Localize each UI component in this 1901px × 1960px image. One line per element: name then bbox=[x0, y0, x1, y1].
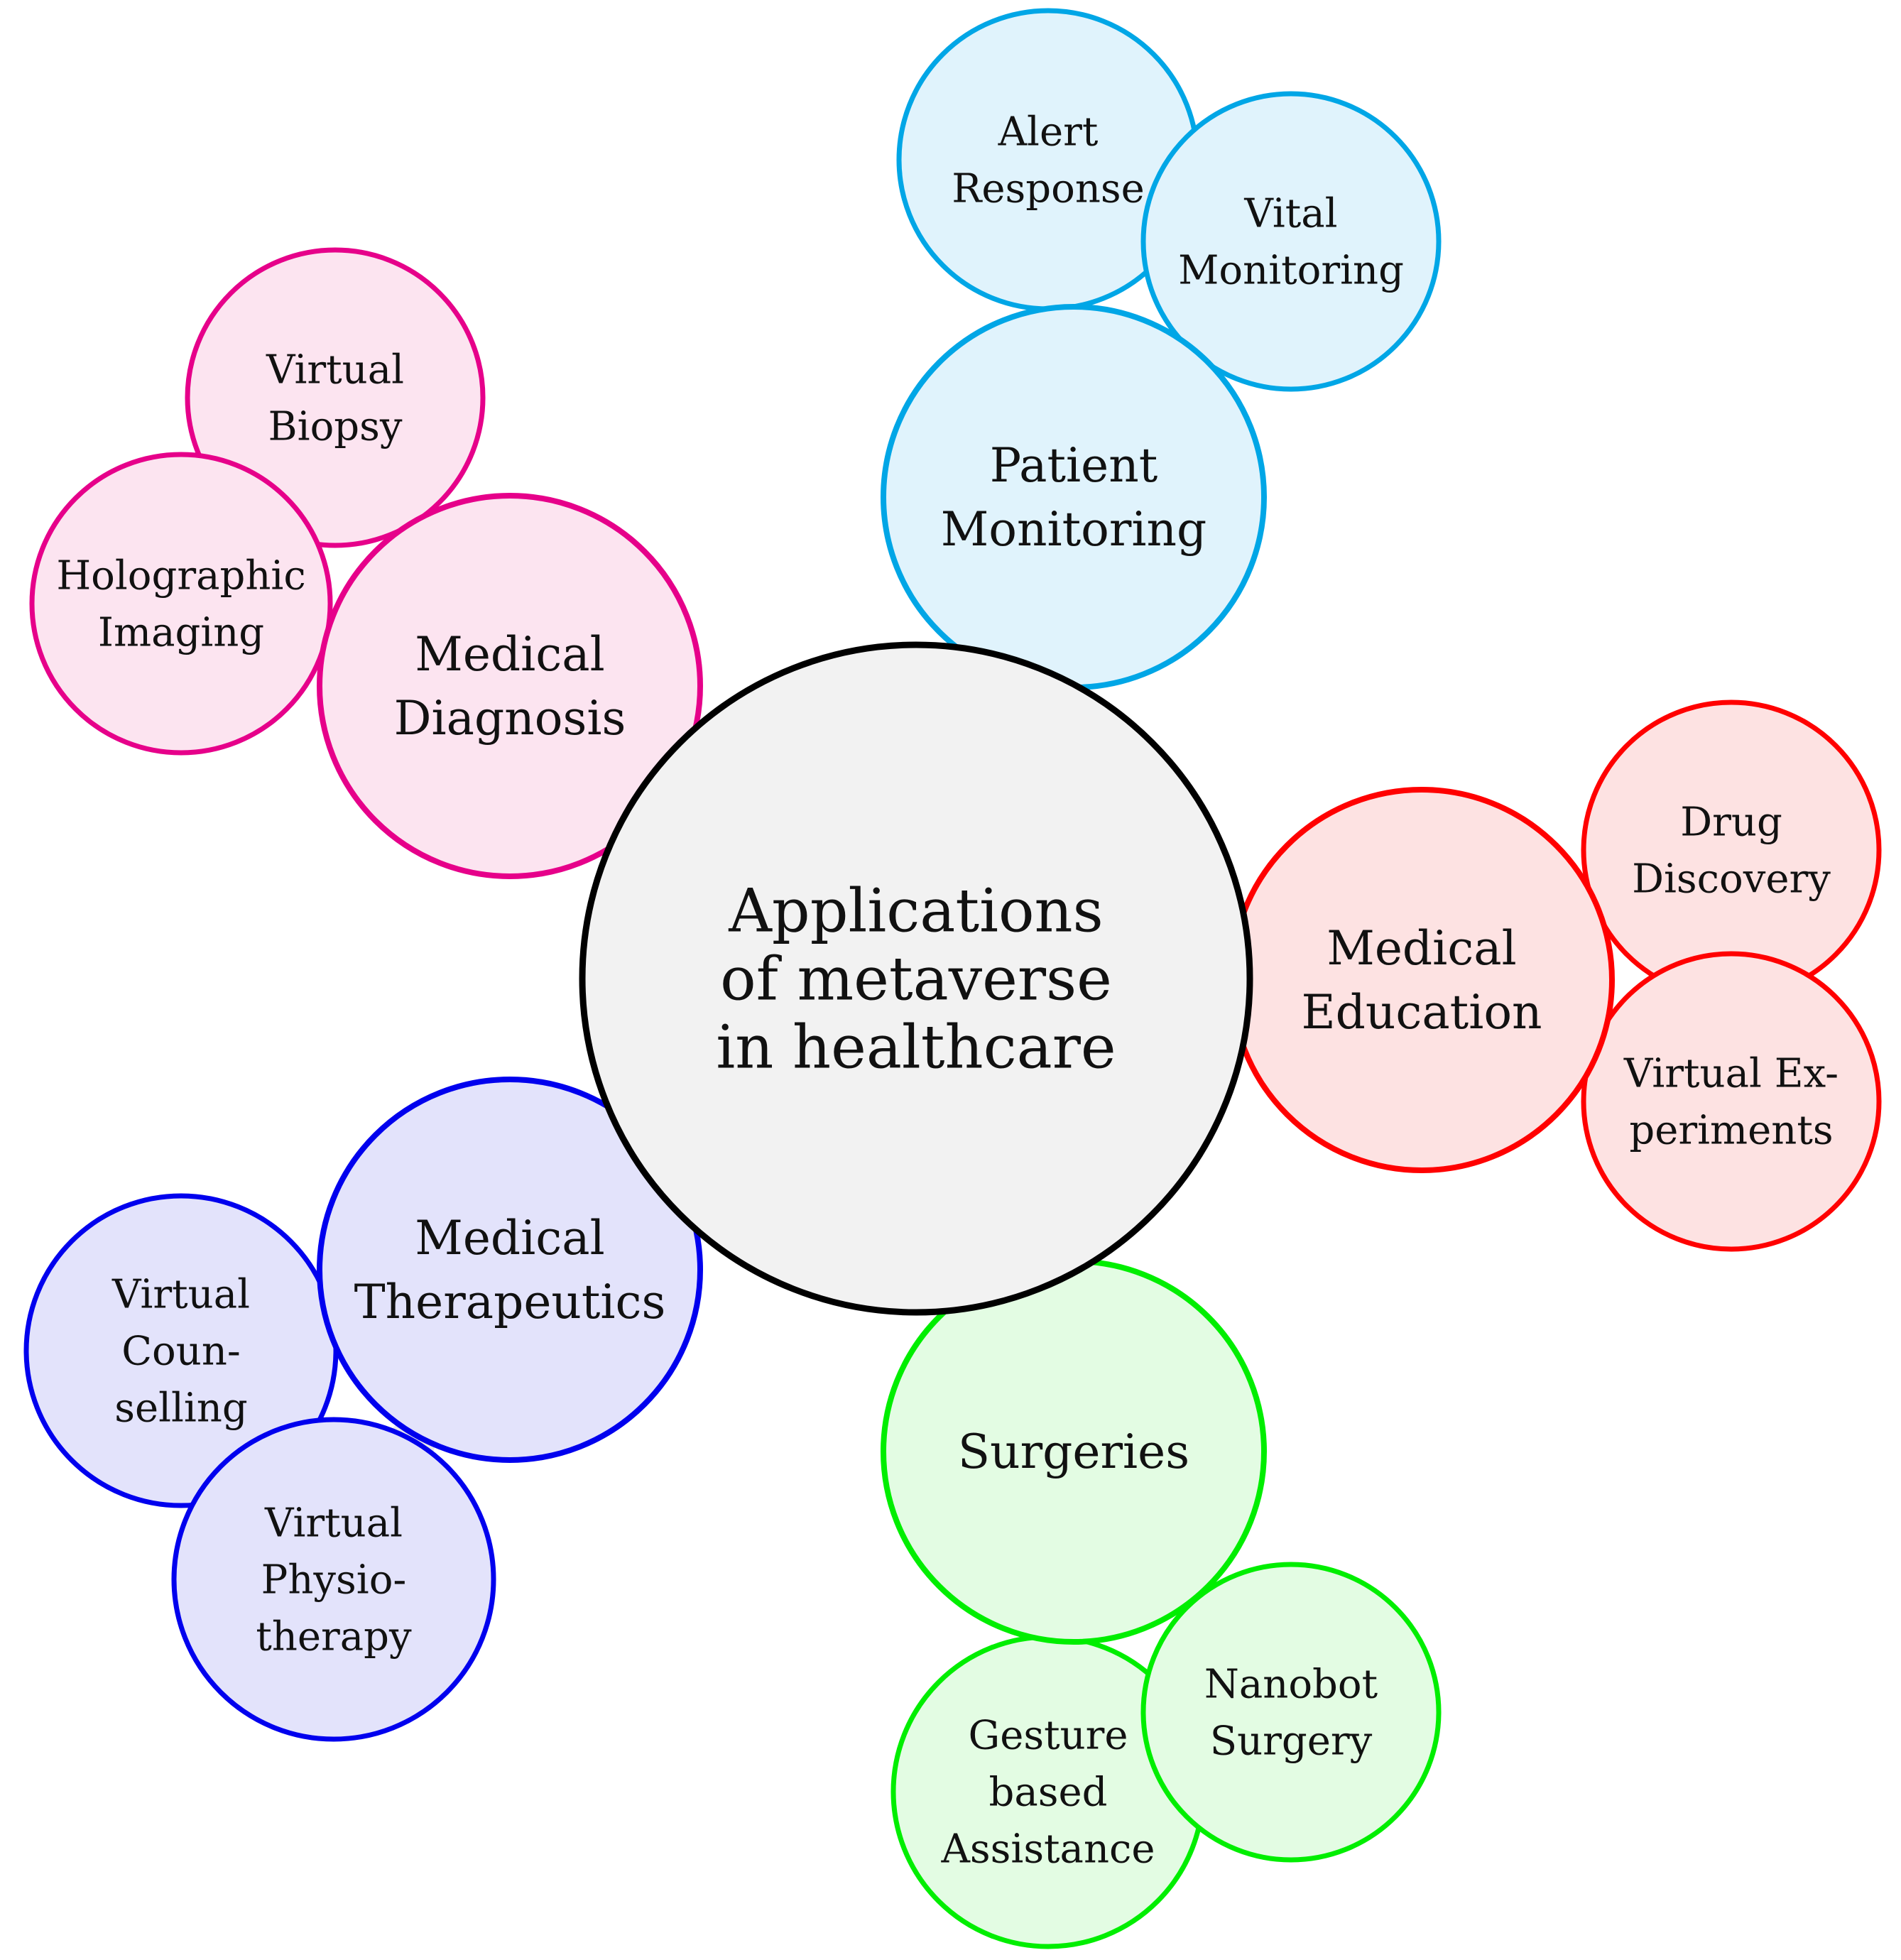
alert-response-label-line: Response bbox=[952, 166, 1145, 212]
center-label-line: in healthcare bbox=[716, 1012, 1116, 1082]
virtual-biopsy-label-line: Virtual bbox=[266, 347, 404, 393]
node-layer: AlertResponseVitalMonitoringDrugDiscover… bbox=[23, 8, 1882, 1949]
patient-monitoring-label-line: Patient bbox=[990, 438, 1158, 493]
gesture-based-assistance-label-line: Gesture bbox=[968, 1713, 1128, 1759]
surgeries-node: Surgeries bbox=[881, 1258, 1267, 1645]
medical-education-circle bbox=[1229, 787, 1615, 1173]
medical-education-label-line: Medical bbox=[1327, 921, 1516, 976]
virtual-physiotherapy-label-line: therapy bbox=[256, 1614, 412, 1660]
nanobot-surgery-label-line: Nanobot bbox=[1204, 1662, 1378, 1708]
virtual-experiments-label-line: Virtual Ex- bbox=[1623, 1051, 1839, 1097]
nanobot-surgery-label-line: Surgery bbox=[1210, 1719, 1373, 1765]
virtual-experiments-circle bbox=[1581, 951, 1882, 1252]
virtual-biopsy-circle bbox=[185, 247, 486, 548]
patient-monitoring-circle bbox=[881, 304, 1267, 690]
medical-education-label-line: Education bbox=[1301, 985, 1542, 1040]
alert-response-label-line: Alert bbox=[998, 109, 1099, 156]
surgeries-label-line: Surgeries bbox=[958, 1425, 1189, 1479]
virtual-physiotherapy-label-line: Physio- bbox=[261, 1557, 407, 1604]
virtual-counselling-label-line: Coun- bbox=[121, 1329, 241, 1375]
virtual-physiotherapy-circle bbox=[171, 1417, 496, 1742]
gesture-based-assistance-label-line: based bbox=[989, 1770, 1108, 1816]
medical-therapeutics-label-line: Medical bbox=[415, 1211, 604, 1265]
virtual-biopsy-label-line: Biopsy bbox=[268, 404, 403, 450]
gesture-based-assistance-label-line: Assistance bbox=[940, 1826, 1155, 1873]
virtual-counselling-label-line: selling bbox=[114, 1385, 248, 1432]
holographic-imaging-label-line: Holographic bbox=[56, 553, 305, 599]
holographic-imaging-circle bbox=[29, 452, 333, 756]
virtual-experiments-node: Virtual Ex-periments bbox=[1581, 951, 1882, 1252]
center-label-line: Applications bbox=[728, 876, 1103, 945]
drug-discovery-label-line: Discovery bbox=[1632, 856, 1831, 903]
medical-diagnosis-label-line: Diagnosis bbox=[394, 691, 626, 746]
nanobot-surgery-circle bbox=[1140, 1562, 1442, 1863]
center-label-line: of metaverse bbox=[720, 944, 1112, 1013]
vital-monitoring-label-line: Vital bbox=[1243, 191, 1337, 237]
virtual-counselling-label-line: Virtual bbox=[111, 1272, 250, 1318]
vital-monitoring-circle bbox=[1140, 91, 1442, 392]
vital-monitoring-label-line: Monitoring bbox=[1178, 248, 1404, 294]
virtual-physiotherapy-label-line: Virtual bbox=[264, 1501, 403, 1547]
virtual-experiments-label-line: periments bbox=[1629, 1108, 1833, 1154]
holographic-imaging-label-line: Imaging bbox=[98, 610, 264, 656]
medical-therapeutics-label-line: Therapeutics bbox=[354, 1275, 666, 1329]
patient-monitoring-label-line: Monitoring bbox=[941, 502, 1207, 557]
medical-diagnosis-label-line: Medical bbox=[415, 627, 604, 682]
medical-therapeutics-circle bbox=[317, 1077, 703, 1463]
center-circle bbox=[579, 641, 1253, 1316]
medical-diagnosis-circle bbox=[317, 493, 703, 879]
drug-discovery-label-line: Drug bbox=[1680, 800, 1782, 846]
